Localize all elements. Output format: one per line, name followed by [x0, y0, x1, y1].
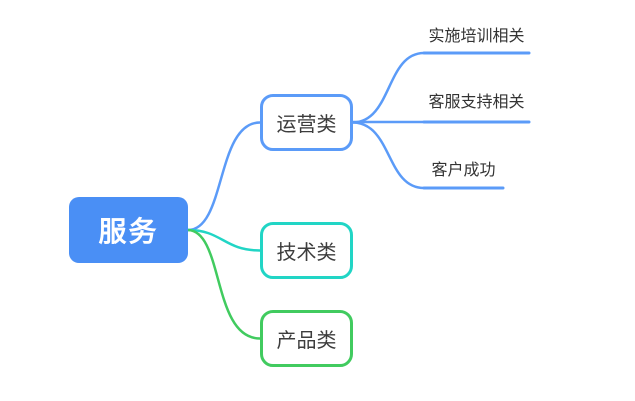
connector-root-to-technology [186, 228, 262, 252]
branch-node-operations-label: 运营类 [276, 114, 337, 136]
leaf-node-customer-support[interactable]: 客服支持相关 [423, 93, 530, 112]
branch-node-product[interactable]: 产品类 [260, 310, 353, 367]
leaf-node-customer-success-label: 客户成功 [431, 162, 496, 179]
connector-root-to-product [186, 228, 262, 340]
leaf-node-customer-success[interactable]: 客户成功 [424, 161, 503, 180]
branch-node-product-label: 产品类 [276, 330, 337, 352]
root-node[interactable]: 服务 [69, 197, 188, 263]
branch-node-operations[interactable]: 运营类 [260, 94, 353, 151]
branch-node-technology-label: 技术类 [276, 242, 337, 264]
connector-operations-to-customer-success [351, 121, 426, 190]
connector-operations-to-implementation-training [351, 51, 426, 124]
leaf-node-implementation-training-label: 实施培训相关 [428, 28, 525, 45]
branch-node-technology[interactable]: 技术类 [260, 222, 353, 279]
connector-root-to-operations [186, 121, 262, 232]
root-node-label: 服务 [98, 216, 159, 247]
leaf-node-implementation-training[interactable]: 实施培训相关 [423, 27, 530, 46]
leaf-node-customer-support-label: 客服支持相关 [428, 94, 525, 111]
